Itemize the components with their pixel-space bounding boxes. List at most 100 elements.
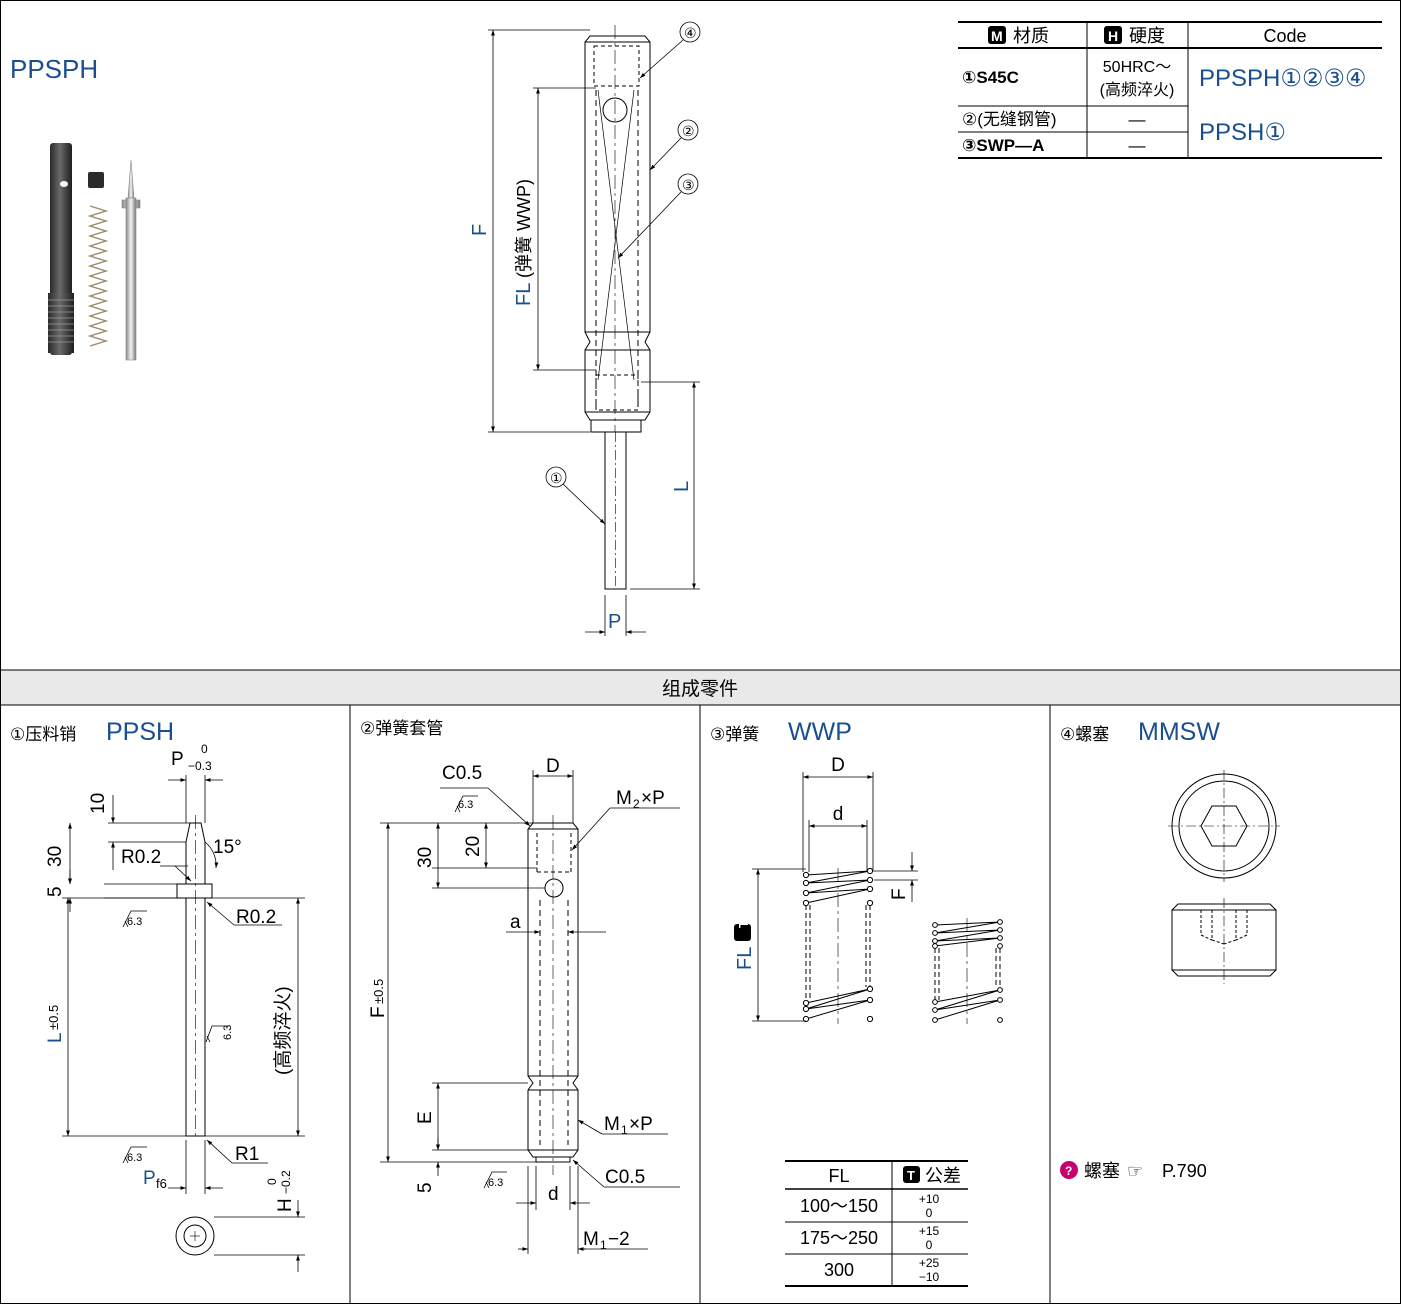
dim-fl-note: (弹簧 WWP) [514,179,534,278]
dim-p: P [608,611,621,633]
hardness-badge [1104,26,1122,44]
tol-header-badge [903,1166,920,1183]
row1-hardness-a: 50HRC～ [1103,59,1171,76]
panel1-dimensions [62,775,305,1272]
p1-l: L [45,1032,66,1043]
code-2: PPSH① [1199,119,1286,146]
p1-p-tol-up: 0 [201,742,208,756]
spring-image [87,205,109,347]
p1-pf: P [143,1168,156,1189]
reference-marker-icon [1060,1161,1078,1179]
dim-f: F [469,224,491,236]
panel3-code: WWP [788,718,852,746]
p2-m1-tail: ×P [629,1114,653,1135]
main-dimensions [488,29,700,636]
dim-l: L [671,481,693,492]
p2-d20: 20 [463,836,484,857]
p1-p: P [171,749,184,770]
p1-r02a: R0.2 [121,847,161,868]
material-badge [988,26,1006,44]
tol-row1-up: +10 [919,1192,940,1206]
tol-row2-low: 0 [926,1238,933,1252]
p2-rough-1: 6.3 [458,799,473,811]
p2-m1-sub: 1 [621,1123,628,1137]
p1-hardening: (高频淬火) [272,986,294,1075]
p1-h: H [275,1198,296,1212]
tol-header-fl: FL [828,1166,849,1186]
callouts [545,21,701,525]
panel4-drawing [1168,770,1280,984]
p1-angle: 15° [213,837,242,858]
panel3-index: ③弹簧 [710,725,759,744]
p2-c05b: C0.5 [605,1167,645,1188]
section-title: 组成零件 [662,678,738,700]
tol-row1-fl: 100～150 [800,1196,878,1216]
p2-a: a [510,912,521,933]
tol-row2-fl: 175～250 [800,1228,878,1248]
dim-fl: FL [513,283,535,306]
panel3-dimensions [752,772,918,1022]
panel2-index: ②弹簧套管 [360,719,443,738]
panel3-drawing [802,867,1003,1024]
panel4-code: MMSW [1138,718,1220,746]
material-badge-letter: M [991,28,1003,44]
p1-d5: 5 [45,886,66,897]
p2-d5: 5 [415,1182,436,1193]
p2-f-tol: ±0.5 [371,979,386,1004]
tolerance-table [785,1160,968,1287]
p1-d10: 10 [88,793,109,814]
p3-fl: FL [734,947,756,970]
p1-pf-sub: f6 [156,1176,167,1191]
p2-f: F [368,1006,389,1018]
plug-image [88,172,104,188]
tol-header: 公差 [925,1166,961,1186]
callout-4: ④ [684,25,697,41]
p1-l-tol: ±0.5 [46,1005,61,1030]
p2-d: D [546,756,560,777]
tol-row2-up: +15 [919,1224,940,1238]
col-material: 材质 [1013,26,1049,46]
row1-material: ①S45C [962,68,1019,87]
p1-d30: 30 [45,846,66,867]
code-1: PPSPH①②③④ [1199,65,1366,92]
col-hardness: 硬度 [1129,26,1165,46]
p1-r1: R1 [235,1144,259,1165]
row3-hardness: — [1129,136,1146,155]
tol-row3-up: +25 [919,1256,940,1270]
row2-hardness: — [1129,110,1146,129]
hardness-badge-letter: H [1108,28,1118,44]
row3-material: ③SWP—A [962,136,1044,155]
panel2-dimensions [380,770,680,1254]
p2-c05a: C0.5 [442,763,482,784]
p4-note-text: 螺塞 [1084,1161,1120,1181]
col-code: Code [1263,26,1306,46]
p2-m1: M [604,1114,620,1135]
p3-fl-badge-letter: T [736,920,751,928]
callout-2: ② [682,123,695,139]
p2-m1-2-sub: 1 [600,1238,607,1252]
p2-m2-sub: 2 [633,797,640,811]
sleeve-thread-image [48,293,74,353]
p1-h-tol-low: −0.2 [279,1170,293,1194]
sleeve-hole-image [60,181,68,187]
p3-fl-badge [734,924,751,941]
p2-m1-2-tail: −2 [608,1229,630,1250]
pointing-hand-icon: ☞ [1127,1161,1143,1181]
p1-rough-3: 6.3 [222,1025,234,1040]
tol-row3-fl: 300 [824,1260,854,1280]
p2-m2-tail: ×P [641,788,665,809]
p4-note-page[interactable]: P.790 [1162,1161,1207,1181]
p1-r02b: R0.2 [236,907,276,928]
p3-d-small: d [833,804,844,825]
p2-rough-2: 6.3 [488,1177,503,1189]
panel1-drawing [175,815,215,1256]
panel2-drawing [527,815,579,1175]
product-photo [48,143,141,361]
p1-p-tol-low: −0.3 [188,759,212,773]
callout-3: ③ [682,177,695,193]
p1-rough-2: 6.3 [127,1152,142,1164]
callout-1: ① [550,470,563,486]
